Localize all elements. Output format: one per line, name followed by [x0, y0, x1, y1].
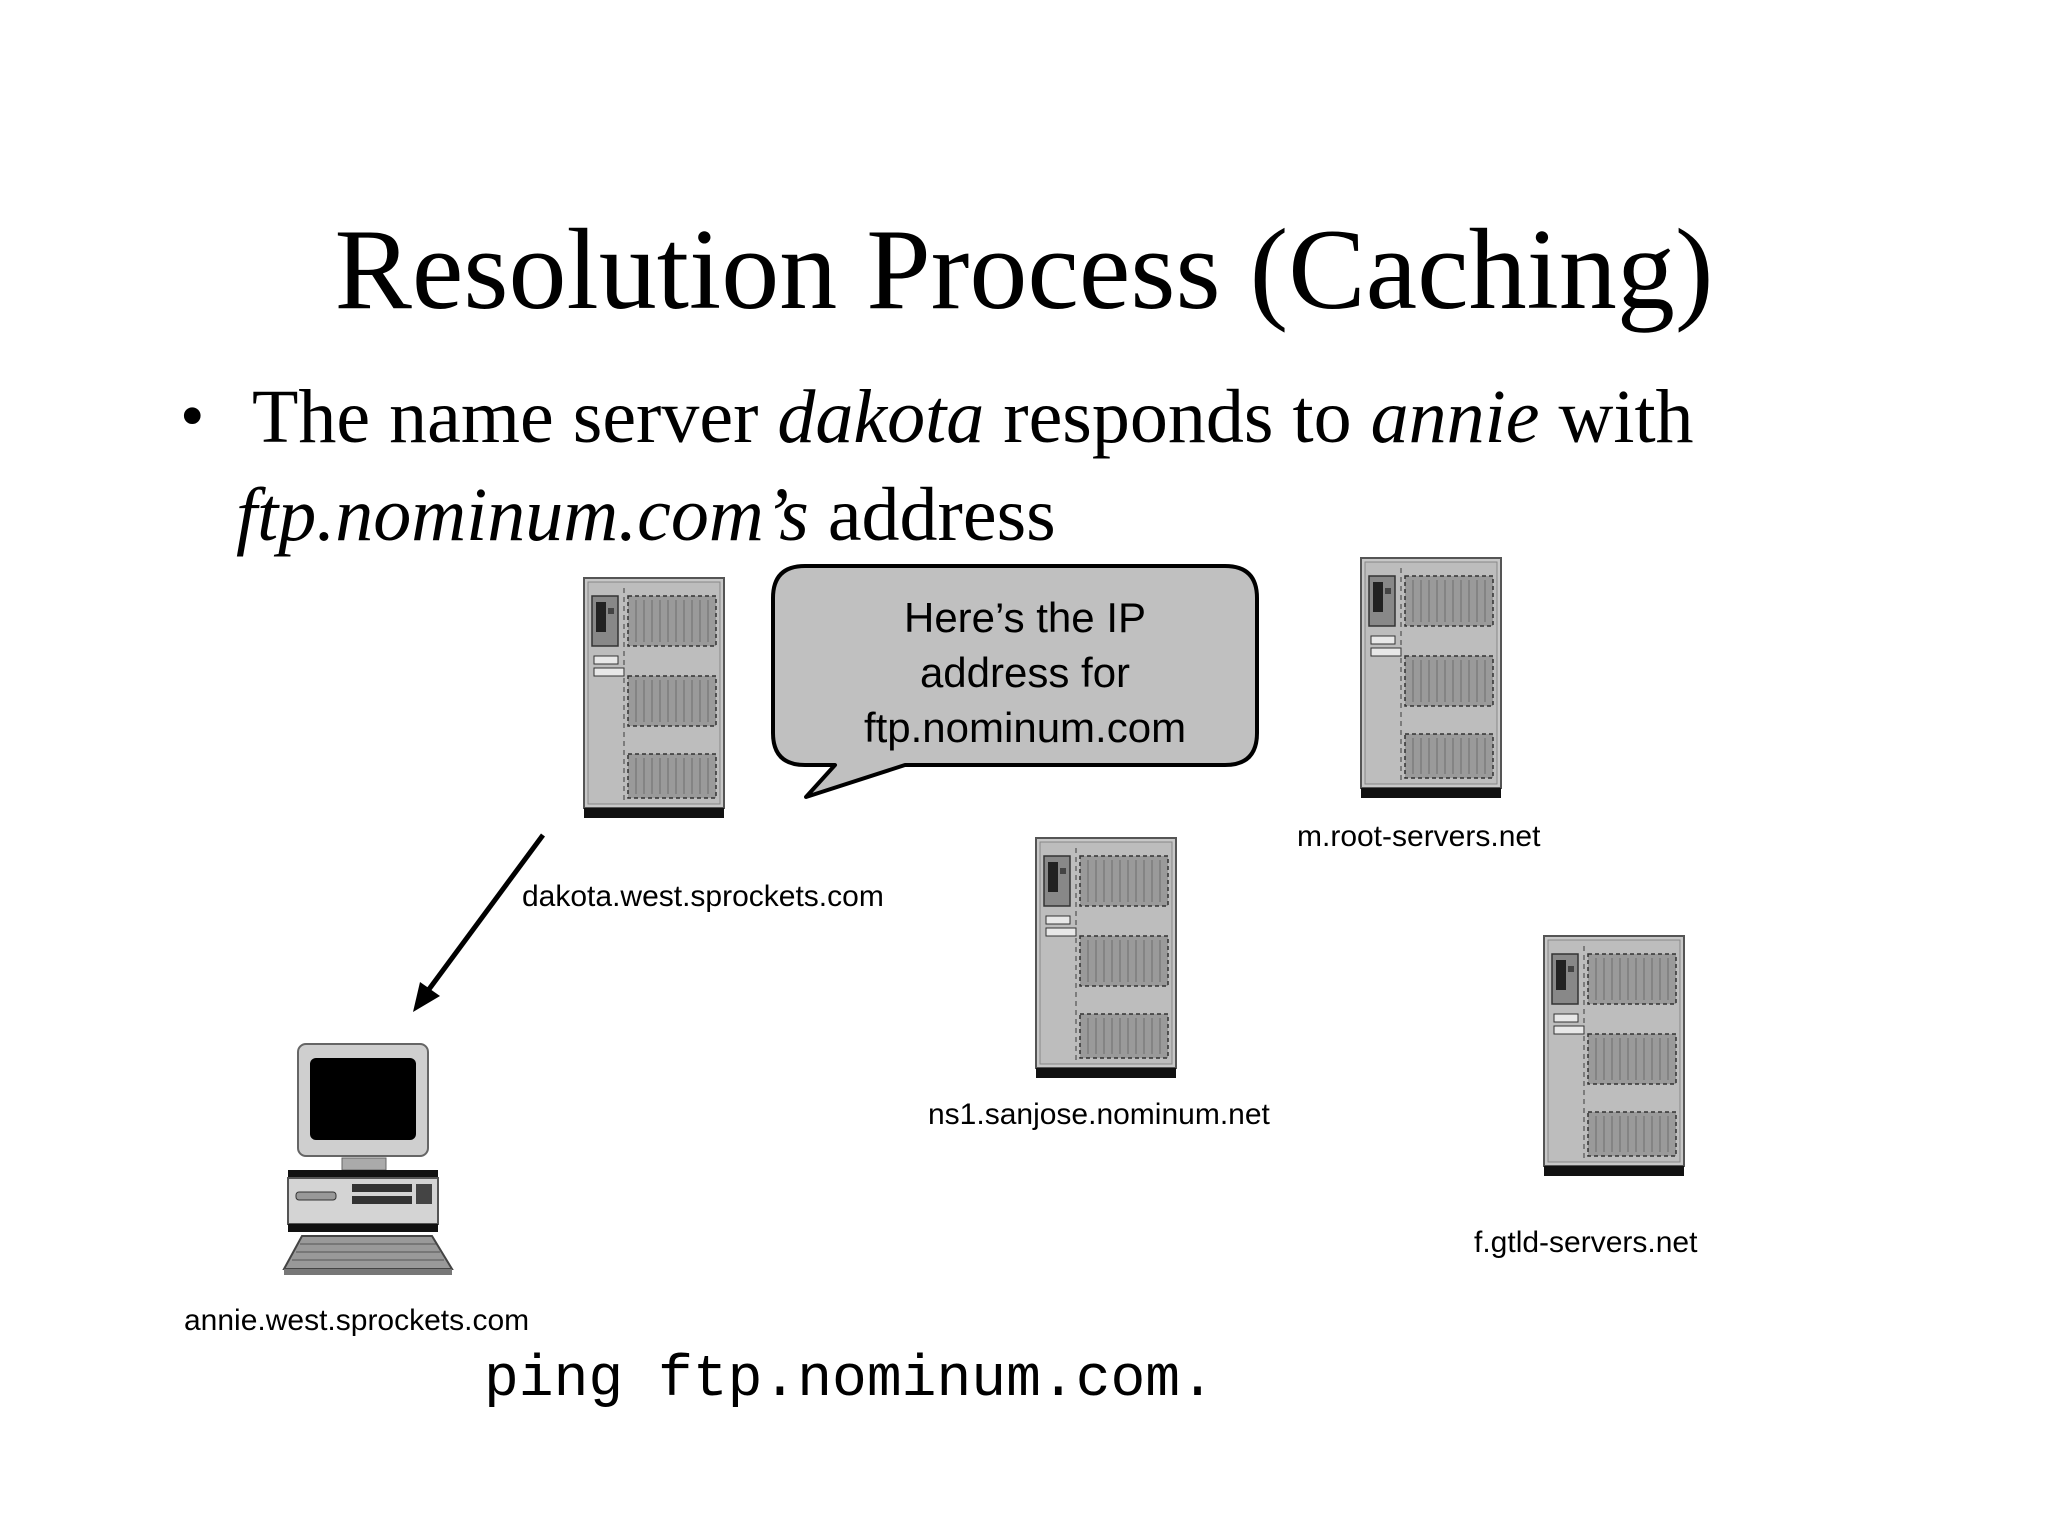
bullet-italic-dakota: dakota: [777, 375, 985, 459]
label-gtld: f.gtld-servers.net: [1474, 1226, 1698, 1259]
response-arrow-icon: [421, 833, 546, 998]
arrow-head-icon: [413, 982, 440, 1012]
speech-bubble-icon: [771, 564, 1259, 799]
bullet-text-part: with: [1539, 375, 1694, 459]
server-root-icon: [1360, 557, 1502, 799]
label-root: m.root-servers.net: [1297, 820, 1541, 853]
bullet-italic-ftp: ftp.nominum.com’s: [236, 473, 809, 557]
bullet-text-part: responds to: [984, 375, 1371, 459]
bubble-line-3: ftp.nominum.com: [863, 704, 1187, 751]
bullet-line-1: The name server dakota responds to annie…: [252, 368, 2002, 466]
bullet-text-part: address: [808, 473, 1056, 557]
server-gtld-icon: [1543, 935, 1685, 1177]
bubble-line-2: address for: [919, 649, 1131, 696]
server-ns1-icon: [1035, 837, 1177, 1079]
bullet-text-part: The name server: [252, 375, 778, 459]
label-annie: annie.west.sprockets.com: [184, 1304, 530, 1337]
computer-annie-icon: [282, 1043, 454, 1275]
bullet-line-2: ftp.nominum.com’s address: [236, 466, 2002, 564]
label-ns1: ns1.sanjose.nominum.net: [928, 1098, 1270, 1131]
bullet-marker: •: [180, 378, 205, 455]
ping-command: ping ftp.nominum.com.: [484, 1348, 1215, 1413]
bullet-italic-annie: annie: [1370, 375, 1540, 459]
slide-title: Resolution Process (Caching): [334, 206, 1714, 334]
bullet-text: The name server dakota responds to annie…: [236, 368, 2002, 564]
server-dakota-icon: [583, 577, 725, 819]
speech-bubble-text: Here’s the IP address for ftp.nominum.co…: [770, 590, 1280, 755]
label-dakota: dakota.west.sprockets.com: [522, 880, 884, 913]
bubble-line-1: Here’s the IP: [903, 594, 1146, 641]
